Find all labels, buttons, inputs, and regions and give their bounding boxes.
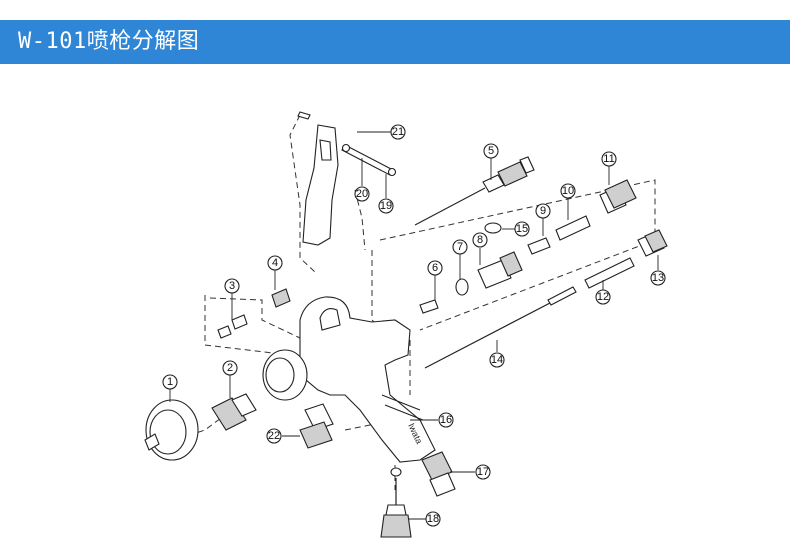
- header-bar: W-101喷枪分解图: [0, 20, 790, 64]
- callout-number: 8: [477, 234, 483, 246]
- callout-number: 5: [488, 145, 494, 157]
- callout-circle: [514, 221, 530, 237]
- callout-5: 5: [483, 143, 499, 159]
- callout-circle: [378, 198, 394, 214]
- callout-circle: [224, 278, 240, 294]
- callout-number: 3: [229, 280, 235, 292]
- assembly-guide-lines: [159, 114, 656, 490]
- callout-14: 14: [489, 352, 505, 368]
- callout-number: 19: [380, 200, 392, 212]
- fluid-needle-part-14: [424, 286, 577, 369]
- callout-16: 16: [438, 412, 454, 428]
- callout-circle: [489, 352, 505, 368]
- callout-circle: [601, 151, 617, 167]
- callout-12: 12: [595, 289, 611, 305]
- nozzle-part-2: [211, 393, 257, 431]
- callout-8: 8: [472, 232, 488, 248]
- callout-circle: [560, 183, 576, 199]
- connector-part-22: [299, 403, 334, 449]
- callout-number: 10: [562, 185, 574, 197]
- callout-18: 18: [425, 511, 441, 527]
- valve-parts-6-15: [419, 179, 668, 314]
- hanger-hook: [297, 111, 397, 246]
- callout-13: 13: [650, 270, 666, 286]
- callout-circle: [222, 360, 238, 376]
- callout-circle: [472, 232, 488, 248]
- callout-circle: [452, 239, 468, 255]
- callout-circle: [650, 270, 666, 286]
- callout-6: 6: [427, 260, 443, 276]
- fitting-part-17: [421, 451, 456, 497]
- callout-21: 21: [390, 124, 406, 140]
- callout-circle: [483, 143, 499, 159]
- callout-17: 17: [475, 464, 491, 480]
- air-cap-part-1: [144, 399, 199, 461]
- callout-number: 16: [440, 414, 452, 426]
- callout-19: 19: [378, 198, 394, 214]
- callout-circle: [354, 186, 370, 202]
- valve-part-18: [380, 467, 412, 538]
- callout-number: 6: [432, 262, 438, 274]
- callout-number: 15: [516, 223, 528, 235]
- callout-number: 21: [392, 126, 404, 138]
- callout-circle: [535, 203, 551, 219]
- callout-1: 1: [162, 374, 178, 390]
- callout-number: 2: [227, 362, 233, 374]
- callout-circle: [390, 124, 406, 140]
- callout-number: 7: [457, 241, 463, 253]
- callout-3: 3: [224, 278, 240, 294]
- callout-7: 7: [452, 239, 468, 255]
- gun-body-part-16: Iwata: [262, 296, 436, 463]
- needle-assembly-part-5: [414, 156, 535, 226]
- leader-lines: [169, 131, 659, 520]
- callout-number: 22: [268, 430, 280, 442]
- callouts: 1 2 3 4 5 6 7 8 9 10 11 12 13 14 15 16 1…: [162, 124, 666, 527]
- callout-10: 10: [560, 183, 576, 199]
- callout-number: 14: [491, 354, 503, 366]
- callout-number: 4: [272, 257, 278, 269]
- callout-2: 2: [222, 360, 238, 376]
- callout-number: 12: [597, 291, 609, 303]
- callout-number: 13: [652, 272, 664, 284]
- callout-number: 20: [356, 188, 368, 200]
- callout-number: 18: [427, 513, 439, 525]
- callout-circle: [595, 289, 611, 305]
- callout-circle: [266, 428, 282, 444]
- callout-number: 11: [603, 153, 614, 165]
- callout-22: 22: [266, 428, 282, 444]
- callout-9: 9: [535, 203, 551, 219]
- callout-11: 11: [601, 151, 617, 167]
- callout-circle: [162, 374, 178, 390]
- callout-circle: [427, 260, 443, 276]
- callout-number: 17: [477, 466, 489, 478]
- callout-number: 1: [167, 376, 173, 388]
- callout-number: 9: [540, 205, 546, 217]
- callout-15: 15: [514, 221, 530, 237]
- page-title: W-101喷枪分解图: [18, 29, 200, 54]
- small-parts-3-4: [217, 288, 291, 339]
- callout-circle: [267, 255, 283, 271]
- callout-20: 20: [354, 186, 370, 202]
- callout-circle: [475, 464, 491, 480]
- callout-circle: [425, 511, 441, 527]
- callout-4: 4: [267, 255, 283, 271]
- callout-circle: [438, 412, 454, 428]
